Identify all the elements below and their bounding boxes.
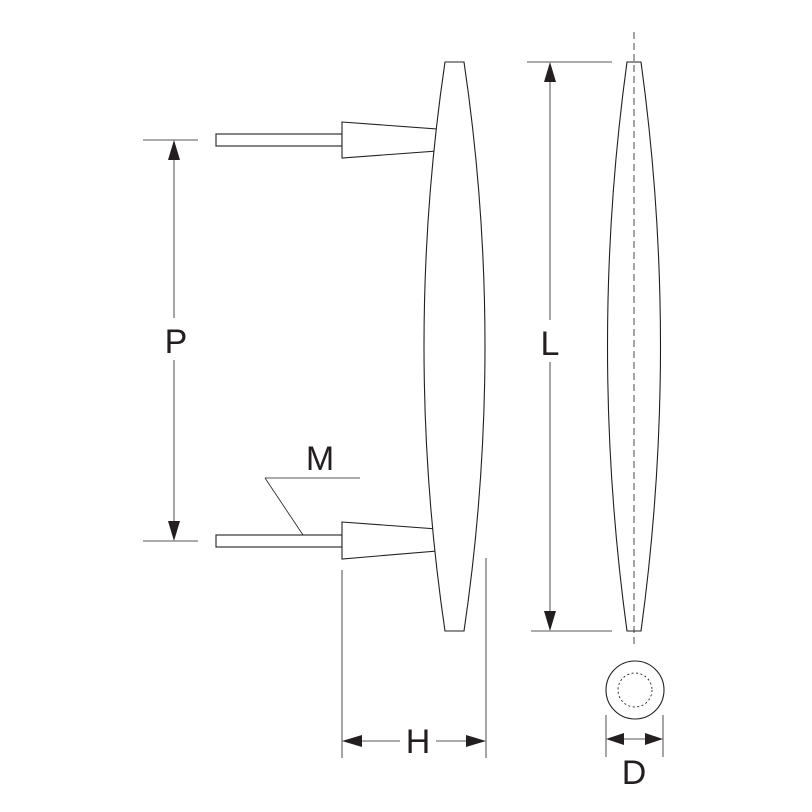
arrowhead-right (645, 733, 663, 745)
arrowhead-left (342, 735, 362, 747)
lower-bolt-shank (215, 534, 343, 548)
dimension-l: L (527, 61, 612, 632)
front-view (606, 32, 662, 645)
dimension-p: P (143, 139, 198, 542)
handle-grip-side (423, 61, 486, 632)
arrowhead-up (168, 140, 180, 160)
label-p: P (165, 323, 188, 361)
grip-section-outer (605, 660, 665, 720)
dimension-h: H (341, 558, 487, 761)
side-view (215, 61, 486, 632)
dimension-d: D (605, 715, 664, 792)
upper-standoff (341, 121, 438, 159)
leader-m: M (264, 440, 360, 536)
arrowhead-down (544, 611, 556, 631)
lower-standoff (341, 521, 438, 560)
grip-section-inner (617, 672, 653, 708)
label-m: M (306, 440, 334, 478)
arrowhead-left (606, 733, 624, 745)
arrowhead-right (466, 735, 486, 747)
label-l: L (541, 325, 560, 363)
label-d: D (622, 754, 647, 792)
end-view (605, 660, 665, 720)
upper-bolt-shank (215, 133, 343, 147)
handle-grip-front (606, 61, 662, 632)
label-h: H (406, 723, 431, 761)
arrowhead-down (168, 521, 180, 541)
arrowhead-up (544, 62, 556, 82)
